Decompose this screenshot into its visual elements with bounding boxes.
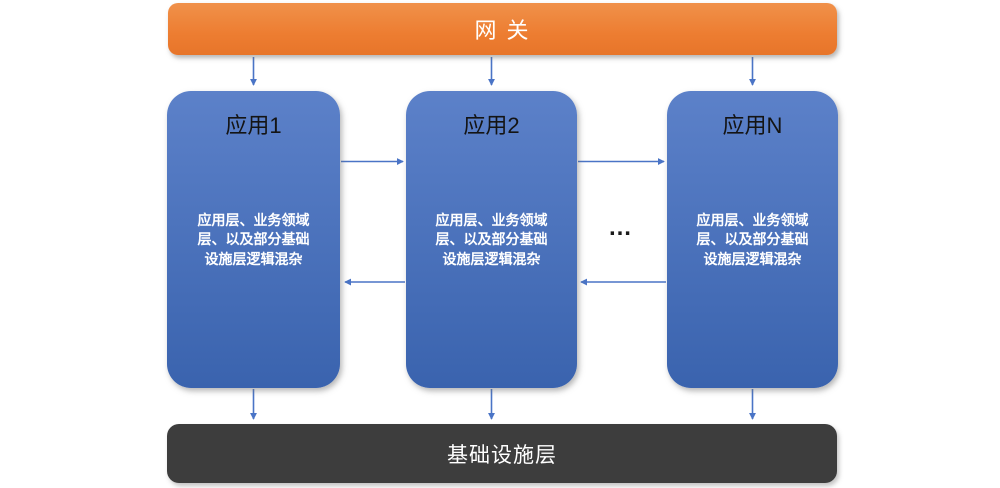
app2-title: 应用2 — [463, 113, 520, 138]
gateway-box: 网 关 — [168, 3, 837, 55]
ellipsis-more-apps: … — [608, 214, 632, 241]
appn-title: 应用N — [722, 113, 783, 138]
app1-title: 应用1 — [225, 113, 282, 138]
appn-box: 应用N 应用层、业务领域 层、以及部分基础 设施层逻辑混杂 — [667, 91, 838, 388]
gateway-label: 网 关 — [474, 18, 531, 43]
app2-body: 应用层、业务领域 层、以及部分基础 设施层逻辑混杂 — [435, 211, 548, 267]
app2-box: 应用2 应用层、业务领域 层、以及部分基础 设施层逻辑混杂 — [406, 91, 577, 388]
app1-box: 应用1 应用层、业务领域 层、以及部分基础 设施层逻辑混杂 — [167, 91, 340, 388]
infrastructure-label: 基础设施层 — [447, 443, 557, 467]
infrastructure-box: 基础设施层 — [167, 424, 837, 483]
app1-body: 应用层、业务领域 层、以及部分基础 设施层逻辑混杂 — [197, 211, 310, 267]
appn-body: 应用层、业务领域 层、以及部分基础 设施层逻辑混杂 — [696, 211, 809, 267]
